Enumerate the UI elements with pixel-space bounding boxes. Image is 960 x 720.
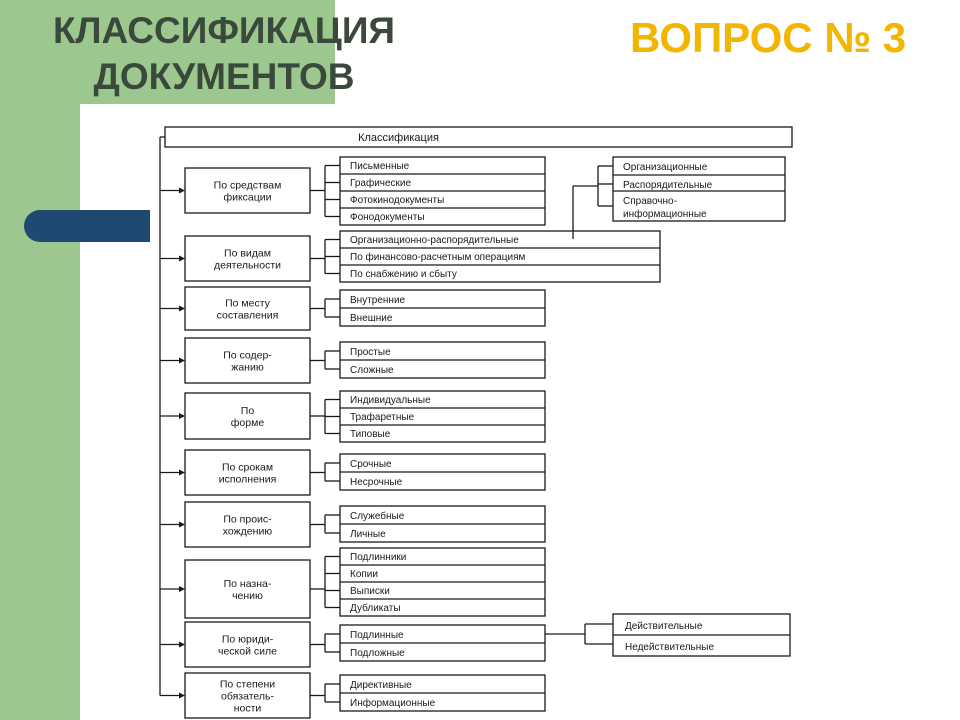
- category-label: По месту: [225, 298, 271, 310]
- item-label: Внешние: [350, 313, 393, 324]
- item-label: Простые: [350, 347, 391, 358]
- item-label: По снабжению и сбыту: [350, 268, 457, 280]
- green-side-band: [0, 0, 80, 720]
- item-label: Дубликаты: [350, 602, 401, 614]
- category-label: форме: [231, 417, 265, 429]
- item-label: Личные: [350, 529, 386, 540]
- arrow-head: [179, 413, 185, 419]
- slide-title-line1: КЛАССИФИКАЦИЯ: [52, 10, 396, 51]
- category-box: [184, 392, 311, 440]
- legal-subtype-label: Действительные: [625, 621, 703, 632]
- item-label: Служебные: [350, 510, 405, 522]
- arrow-head: [179, 357, 185, 364]
- legal-subtype-label: Недействительные: [625, 642, 714, 653]
- arrow-head: [179, 641, 185, 648]
- item-label: Копии: [350, 569, 378, 580]
- category-label: По назна-: [224, 578, 272, 590]
- category-label: По видам: [224, 248, 271, 260]
- item-label: Выписки: [350, 586, 390, 597]
- arrow-head: [179, 469, 185, 476]
- arrow-head: [179, 255, 185, 262]
- root-box: [164, 126, 793, 148]
- category-label: По содер-: [223, 350, 272, 362]
- category-box: [184, 559, 311, 619]
- root-label: Классификация: [358, 132, 439, 144]
- category-label: хождению: [223, 526, 273, 538]
- arrow-head: [179, 692, 185, 699]
- category-box: [184, 167, 311, 214]
- arrow-head: [179, 187, 185, 194]
- category-label: обязатель-: [221, 691, 275, 703]
- category-label: фиксации: [223, 192, 271, 204]
- org-subtype-label: Справочно-: [623, 196, 677, 207]
- category-label: жанию: [231, 362, 264, 374]
- org-subtype-label: Распорядительные: [623, 180, 713, 191]
- category-box: [184, 235, 311, 282]
- item-group-box: [339, 230, 661, 283]
- item-label: Подлинники: [350, 552, 406, 563]
- item-label: Письменные: [350, 161, 410, 172]
- org-subtype-label: информационные: [623, 208, 707, 220]
- item-label: По финансово-расчетным операциям: [350, 251, 525, 263]
- item-label: Информационные: [350, 697, 436, 709]
- item-label: Несрочные: [350, 477, 403, 488]
- category-label: чению: [232, 590, 263, 602]
- item-group-box: [339, 390, 546, 443]
- category-label: деятельности: [214, 260, 281, 272]
- slide-title-line2: ДОКУМЕНТОВ: [93, 56, 355, 97]
- item-label: Подложные: [350, 648, 405, 659]
- green-title-band: [0, 0, 335, 104]
- category-label: исполнения: [219, 474, 277, 486]
- item-label: Фотокинодокументы: [350, 195, 444, 206]
- category-box: [184, 672, 311, 719]
- item-label: Срочные: [350, 459, 392, 470]
- item-label: Сложные: [350, 365, 394, 376]
- category-label: По юриди-: [222, 634, 274, 646]
- category-label: составления: [217, 310, 279, 322]
- item-label: Индивидуальные: [350, 395, 431, 406]
- item-label: Организационно-распорядительные: [350, 235, 519, 246]
- item-label: Типовые: [350, 429, 391, 440]
- item-label: Подлинные: [350, 630, 404, 641]
- question-number: ВОПРОС № 3: [630, 14, 907, 61]
- item-label: Фонодокументы: [350, 212, 425, 223]
- arrow-head: [179, 521, 185, 528]
- arrow-head: [179, 586, 185, 592]
- category-label: По степени: [220, 679, 275, 691]
- item-label: Внутренние: [350, 295, 406, 306]
- category-box: [184, 286, 311, 331]
- category-box: [184, 449, 311, 496]
- blue-accent-pill: [24, 210, 150, 242]
- category-label: ческой силе: [218, 646, 277, 658]
- category-label: По срокам: [222, 462, 273, 474]
- org-subtypes-box: [612, 156, 786, 222]
- org-subtype-label: Организационные: [623, 162, 708, 173]
- category-label: ности: [234, 703, 262, 715]
- item-label: Директивные: [350, 680, 412, 691]
- arrow-head: [179, 305, 185, 312]
- item-label: Трафаретные: [350, 411, 415, 423]
- category-box: [184, 337, 311, 384]
- category-label: По проис-: [223, 514, 272, 526]
- slide-title: КЛАССИФИКАЦИЯ ДОКУМЕНТОВ: [14, 8, 434, 100]
- category-label: По средствам: [214, 180, 282, 192]
- item-label: Графические: [350, 177, 412, 189]
- category-box: [184, 621, 311, 668]
- category-label: По: [241, 405, 255, 417]
